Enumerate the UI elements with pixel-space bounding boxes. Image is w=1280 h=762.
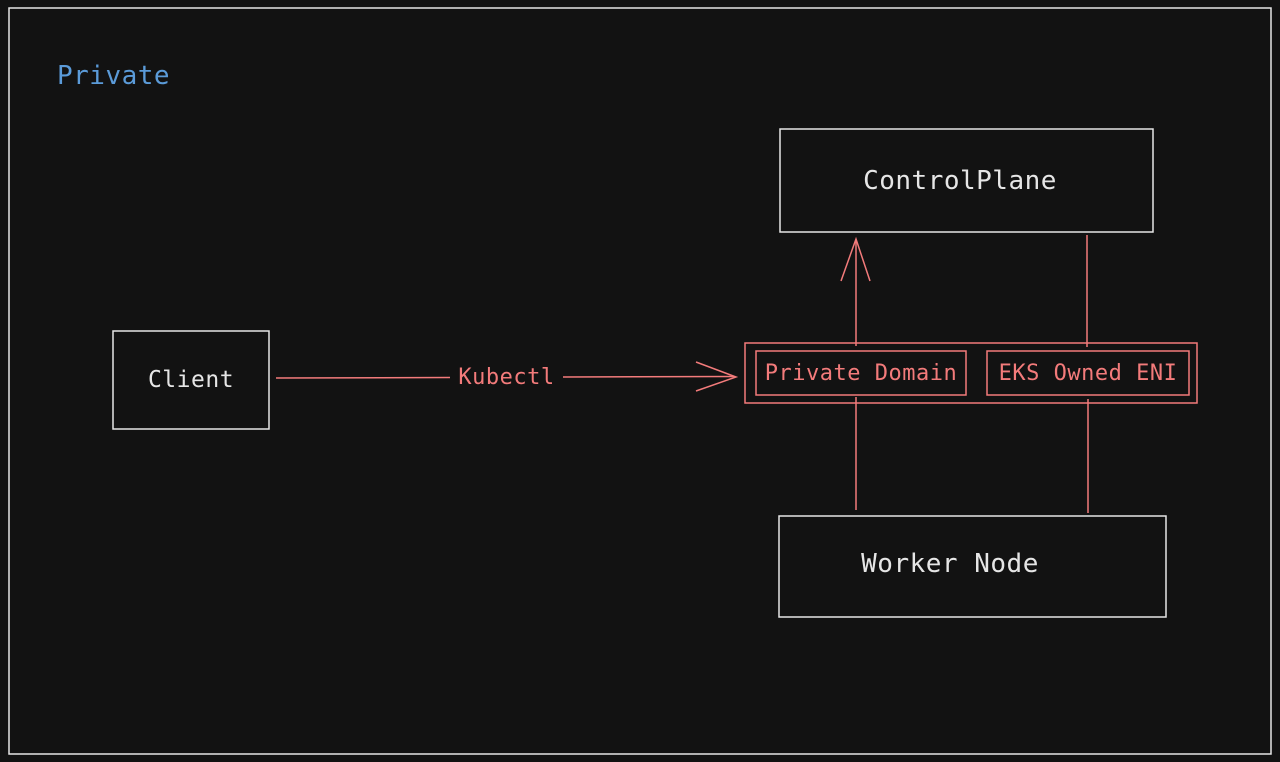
kubectl-arrow-line-left: [275, 376, 451, 379]
eks-owned-eni-label: EKS Owned ENI: [998, 360, 1178, 386]
private-region-border: [8, 7, 1272, 755]
kubectl-edge-label: Kubectl: [458, 364, 555, 390]
kubectl-arrow-line-right: [562, 375, 735, 378]
eks-owned-eni-box: [986, 350, 1190, 396]
endpoint-group-box: [744, 342, 1198, 404]
worker-node-label: Worker Node: [861, 548, 1039, 579]
client-label: Client: [147, 367, 235, 393]
private-domain-label: Private Domain: [764, 360, 958, 386]
client-box: [112, 330, 270, 430]
control-plane-label: ControlPlane: [863, 165, 1057, 196]
region-title: Private: [57, 61, 171, 91]
kubectl-arrow-head: [695, 361, 739, 392]
worker-node-box: [778, 515, 1167, 618]
control-plane-box: [779, 128, 1154, 233]
private-domain-box: [755, 350, 967, 396]
private-domain-to-control-plane-arrowhead: [840, 236, 871, 282]
